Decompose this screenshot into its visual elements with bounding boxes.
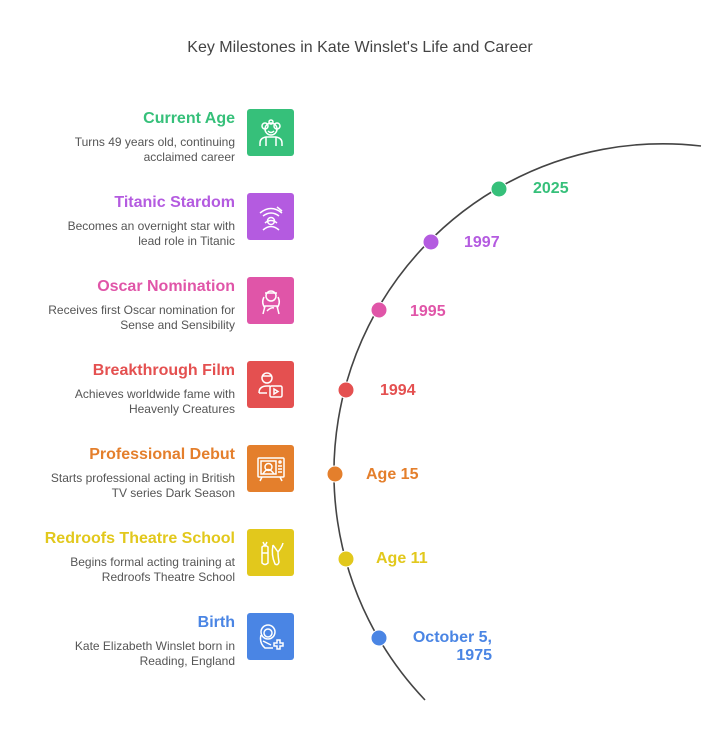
page-title: Key Milestones in Kate Winslet's Life an… [187, 39, 533, 56]
timeline-dot-breakthrough [337, 381, 355, 399]
milestone-heading: Current Age [143, 110, 235, 127]
date-line-1: October 5, [412, 629, 492, 646]
milestone-heading: Professional Debut [89, 446, 235, 463]
date-label: 1997 [464, 234, 500, 251]
milestone-redroofs: Redroofs Theatre School Begins formal ac… [20, 529, 235, 585]
timeline-dot-debut [326, 465, 344, 483]
milestone-heading: Breakthrough Film [92, 362, 235, 379]
baby-icon [247, 613, 294, 660]
timeline-dot-birth [370, 629, 388, 647]
milestone-heading: Oscar Nomination [97, 278, 235, 295]
milestone-current-age: Current Age Turns 49 years old, continui… [20, 109, 235, 165]
milestone-titanic: Titanic Stardom Becomes an overnight sta… [20, 193, 235, 249]
date-label: October 5, 1975 [380, 629, 492, 665]
ballet-shoes-icon [247, 529, 294, 576]
milestone-oscar: Oscar Nomination Receives first Oscar no… [20, 277, 235, 333]
milestone-breakthrough: Breakthrough Film Achieves worldwide fam… [20, 361, 235, 417]
elderly-woman-icon [247, 109, 294, 156]
ship-star-icon [247, 193, 294, 240]
timeline-dot-titanic [422, 233, 440, 251]
milestone-heading: Redroofs Theatre School [44, 530, 235, 547]
date-line-2: 1975 [456, 647, 492, 664]
date-label: 1995 [410, 303, 446, 320]
milestone-heading: Titanic Stardom [114, 194, 235, 211]
timeline-dot-redroofs [337, 550, 355, 568]
timeline-dot-oscar [370, 301, 388, 319]
milestone-debut: Professional Debut Starts professional a… [20, 445, 235, 501]
date-label: 1994 [380, 382, 416, 399]
actor-video-icon [247, 361, 294, 408]
date-label: Age 11 [376, 550, 428, 567]
television-icon [247, 445, 294, 492]
date-label: Age 15 [366, 466, 419, 483]
goddess-icon [247, 277, 294, 324]
milestone-heading: Birth [197, 614, 235, 631]
timeline-dot-current-age [490, 180, 508, 198]
date-label: 2025 [533, 180, 569, 197]
